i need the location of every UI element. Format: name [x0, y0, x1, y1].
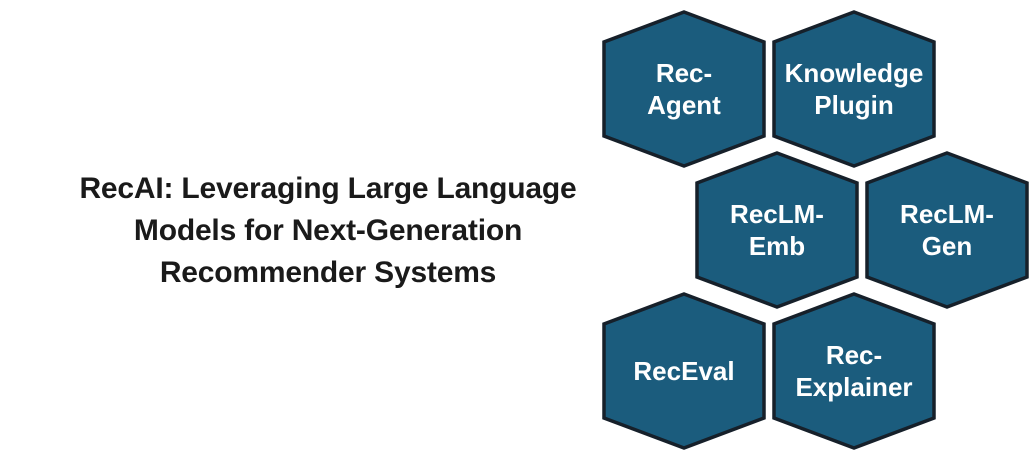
hex-reclm-emb[interactable]: RecLM- Emb — [695, 151, 859, 309]
hex-rec-agent[interactable]: Rec- Agent — [602, 10, 766, 168]
title-line-2: Models for Next-Generation — [133, 214, 523, 247]
hexagon-shape — [772, 292, 936, 450]
hex-knowledge-plugin[interactable]: Knowledge Plugin — [772, 10, 936, 168]
hex-rec-explainer[interactable]: Rec- Explainer — [772, 292, 936, 450]
hexagon-shape — [695, 151, 859, 309]
hexagon-shape — [602, 292, 766, 450]
title-line-3: Recommender Systems — [159, 256, 497, 289]
hexagon-shape — [772, 10, 936, 168]
figure-title: RecAI: Leveraging Large Language Models … — [14, 168, 642, 294]
hexagon-shape — [865, 151, 1029, 309]
hex-receval[interactable]: RecEval — [602, 292, 766, 450]
title-line-1: RecAI: Leveraging Large Language — [79, 172, 577, 205]
hexagon-shape — [602, 10, 766, 168]
hex-reclm-gen[interactable]: RecLM- Gen — [865, 151, 1029, 309]
